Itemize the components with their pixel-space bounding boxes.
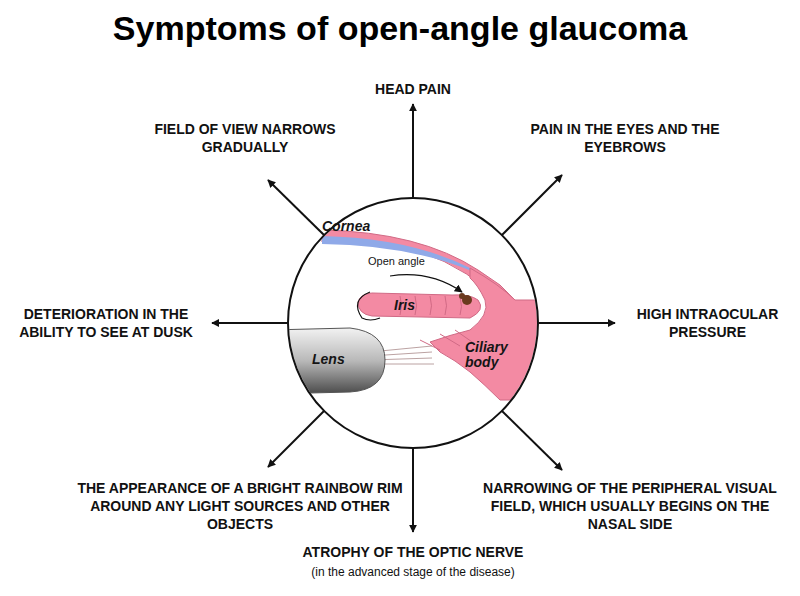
symptom-label: ATROPHY OF THE OPTIC NERVE (213, 543, 613, 561)
eye-circle (288, 198, 538, 448)
diagram-title: Symptoms of open-angle glaucoma (0, 8, 800, 48)
symptom-label: HIGH INTRAOCULAR PRESSURE (620, 305, 795, 341)
part-name: Lens (312, 351, 345, 367)
symptom-label: FIELD OF VIEW NARROWS GRADUALLY (140, 120, 350, 156)
part-name: Ciliary body (465, 340, 517, 370)
symptom-arrows (212, 104, 615, 532)
symptom-label: HEAD PAIN (313, 80, 513, 98)
symptom-label: DETERIORATION IN THE ABILITY TO SEE AT D… (6, 305, 206, 341)
part-name: Open angle (368, 255, 425, 267)
note-text: (in the advanced stage of the disease) (213, 563, 613, 581)
symptom-label: THE APPEARANCE OF A BRIGHT RAINBOW RIM A… (75, 479, 405, 533)
part-name: Iris (394, 297, 415, 313)
part-name: Cornea (322, 218, 370, 234)
symptom-label: NARROWING OF THE PERIPHERAL VISUAL FIELD… (470, 479, 790, 533)
symptom-label: PAIN IN THE EYES AND THE EYEBROWS (500, 120, 750, 156)
